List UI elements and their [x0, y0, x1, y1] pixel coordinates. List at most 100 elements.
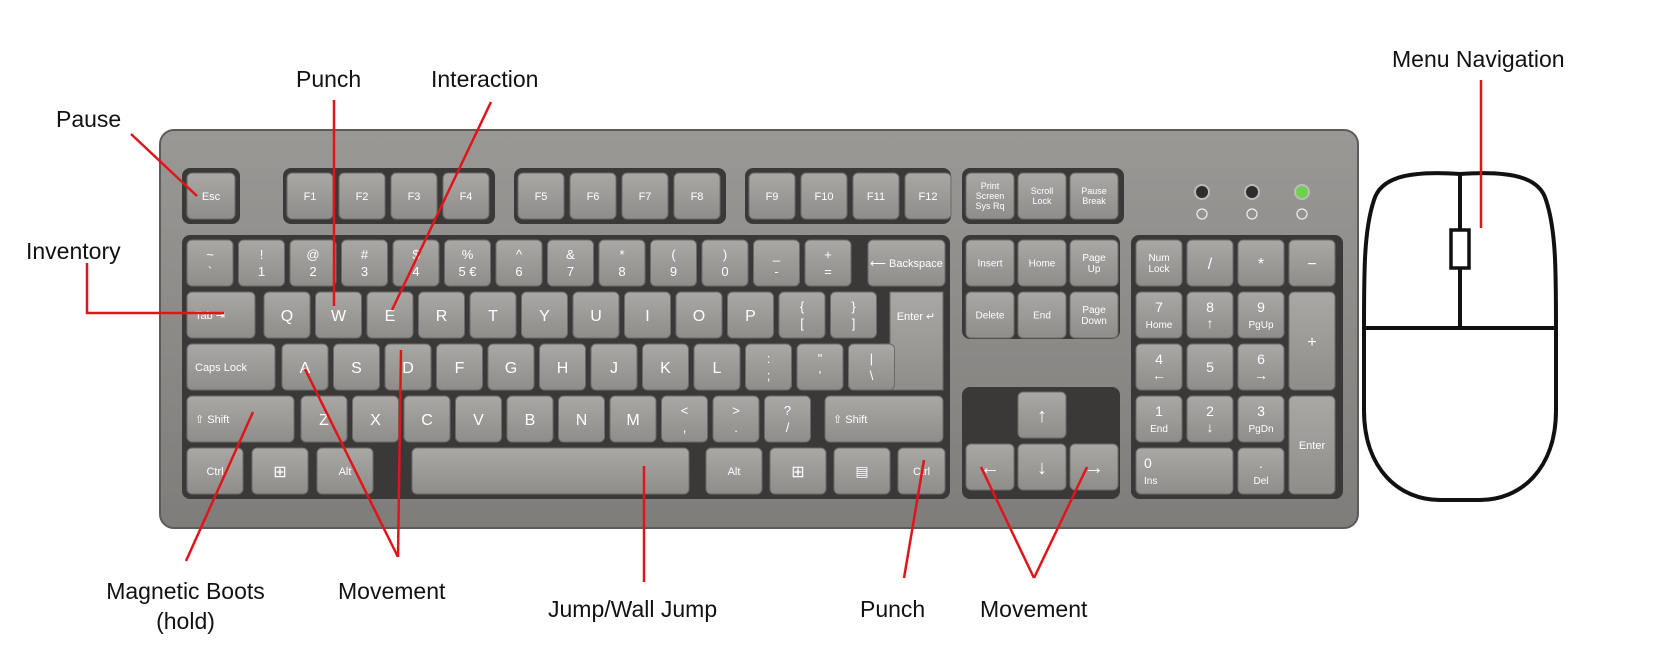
key-nav-1: Home	[1017, 239, 1067, 287]
key-row1-8: *8	[598, 239, 646, 287]
key-num-slash: /	[1186, 239, 1234, 287]
key-nav-3-label: Delete	[976, 311, 1005, 322]
key-num-7-label-0: 7	[1155, 299, 1163, 315]
key-t-label: T	[488, 308, 498, 325]
key-a-label: A	[300, 360, 311, 377]
mouse-scroll-wheel	[1449, 228, 1471, 270]
key-num-plus-label: +	[1307, 334, 1316, 351]
key-nav-4-label: End	[1033, 311, 1051, 322]
key-num-3-label-1: PgDn	[1248, 424, 1273, 435]
key-b: B	[506, 395, 554, 443]
key-row1-10: )0	[701, 239, 749, 287]
key-enter-label: Enter ↵	[897, 311, 936, 323]
key-nav-2-label-0: Page	[1082, 253, 1106, 264]
key-left-alt: Alt	[316, 447, 374, 495]
callout-punch-bottom: Punch	[860, 596, 926, 622]
key-num-plus: +	[1288, 291, 1336, 391]
key-f2: F2	[338, 172, 386, 220]
key-row1-5: % 5 €	[444, 239, 491, 287]
key-f12: F12	[904, 172, 952, 220]
key-row1-7-label-0: &	[566, 247, 575, 262]
key-space	[411, 447, 690, 495]
key-num-2: 2↓	[1186, 395, 1234, 443]
key-i: I	[624, 291, 671, 339]
key-r: R	[418, 291, 465, 339]
key-num-8-label-1: ↑	[1207, 315, 1214, 331]
key-sys-1-label-0: Scroll	[1031, 186, 1054, 196]
key-f1: F1	[286, 172, 334, 220]
key-left-shift-label: ⇧ Shift	[195, 414, 229, 426]
key-f5-label: F5	[535, 191, 548, 203]
key-caps-lock: Caps Lock	[186, 343, 276, 391]
key-bracket-1-label-0: }	[851, 299, 856, 314]
key-punct-1-label-0: >	[732, 403, 740, 418]
key-up-arrow: ↑	[1017, 391, 1067, 439]
key-sys-0-label-1: Screen	[976, 191, 1005, 201]
key-row1-5-label-0: %	[462, 247, 474, 262]
key-c-label: C	[421, 412, 433, 429]
line-pause	[130, 133, 198, 197]
key-semi-0-label-0: :	[767, 351, 771, 366]
key-row1-4-label-0: $	[412, 247, 420, 262]
key-g-label: G	[505, 360, 517, 377]
key-bracket-0-label-0: {	[800, 299, 805, 314]
callout-magnetic-boots: Magnetic Boots (hold)	[93, 576, 278, 636]
key-num-5: 5	[1186, 343, 1234, 391]
key-q-label: Q	[281, 308, 293, 325]
key-row1-11: _-	[753, 239, 800, 287]
key-right-win: ⊞	[769, 447, 827, 495]
key-n-label: N	[576, 412, 588, 429]
key-semi-2: |\	[848, 343, 895, 391]
callout-punch-top: Punch	[296, 66, 362, 92]
key-num-9-label-0: 9	[1257, 299, 1265, 315]
key-row1-7: &7	[547, 239, 594, 287]
key-d: D	[384, 343, 432, 391]
key-semi-2-label-1: \	[870, 368, 874, 383]
key-well	[514, 168, 726, 224]
key-left-ctrl-label: Ctrl	[206, 466, 223, 478]
key-num-lock-label-0: Num	[1148, 253, 1169, 264]
key-row1-4-label-1: 4	[412, 264, 419, 279]
key-f7: F7	[621, 172, 669, 220]
key-row1-1-label-0: !	[260, 247, 264, 262]
key-num-4: 4←	[1135, 343, 1183, 391]
key-j-label: J	[610, 360, 618, 377]
key-z: Z	[300, 395, 348, 443]
key-nav-2-label-1: Up	[1088, 264, 1101, 275]
key-right-shift-label: ⇧ Shift	[833, 414, 867, 426]
key-semi-0: :;	[745, 343, 792, 391]
key-down-arrow: ↓	[1017, 443, 1067, 491]
key-f6-label: F6	[587, 191, 600, 203]
key-f3: F3	[390, 172, 438, 220]
key-caps-lock-label: Caps Lock	[195, 362, 247, 374]
key-esc-label: Esc	[202, 191, 221, 203]
key-f11: F11	[852, 172, 900, 220]
key-row1-6-label-0: ^	[516, 247, 523, 262]
key-f: F	[436, 343, 483, 391]
key-semi-1-label-0: "	[818, 351, 823, 366]
key-i-label: I	[645, 308, 649, 325]
key-num-0-label-0: 0	[1144, 455, 1152, 471]
key-f8: F8	[673, 172, 721, 220]
key-nav-1-label: Home	[1029, 259, 1056, 270]
key-h-label: H	[557, 360, 569, 377]
key-row1-3-label-0: #	[361, 247, 369, 262]
key-num-star-label: *	[1258, 256, 1264, 273]
key-q: Q	[263, 291, 311, 339]
key-row1-5-label-1: 5 €	[458, 264, 477, 279]
key-f4-label: F4	[460, 191, 473, 203]
line-magnetic-boots	[184, 411, 255, 562]
key-d-label: D	[402, 360, 414, 377]
key-e: E	[366, 291, 414, 339]
key-semi-1: "'	[796, 343, 844, 391]
callout-magnetic-boots-line2: (hold)	[156, 608, 215, 634]
key-f6: F6	[569, 172, 617, 220]
key-row1-1-label-1: 1	[258, 264, 265, 279]
callout-inventory: Inventory	[26, 238, 121, 264]
